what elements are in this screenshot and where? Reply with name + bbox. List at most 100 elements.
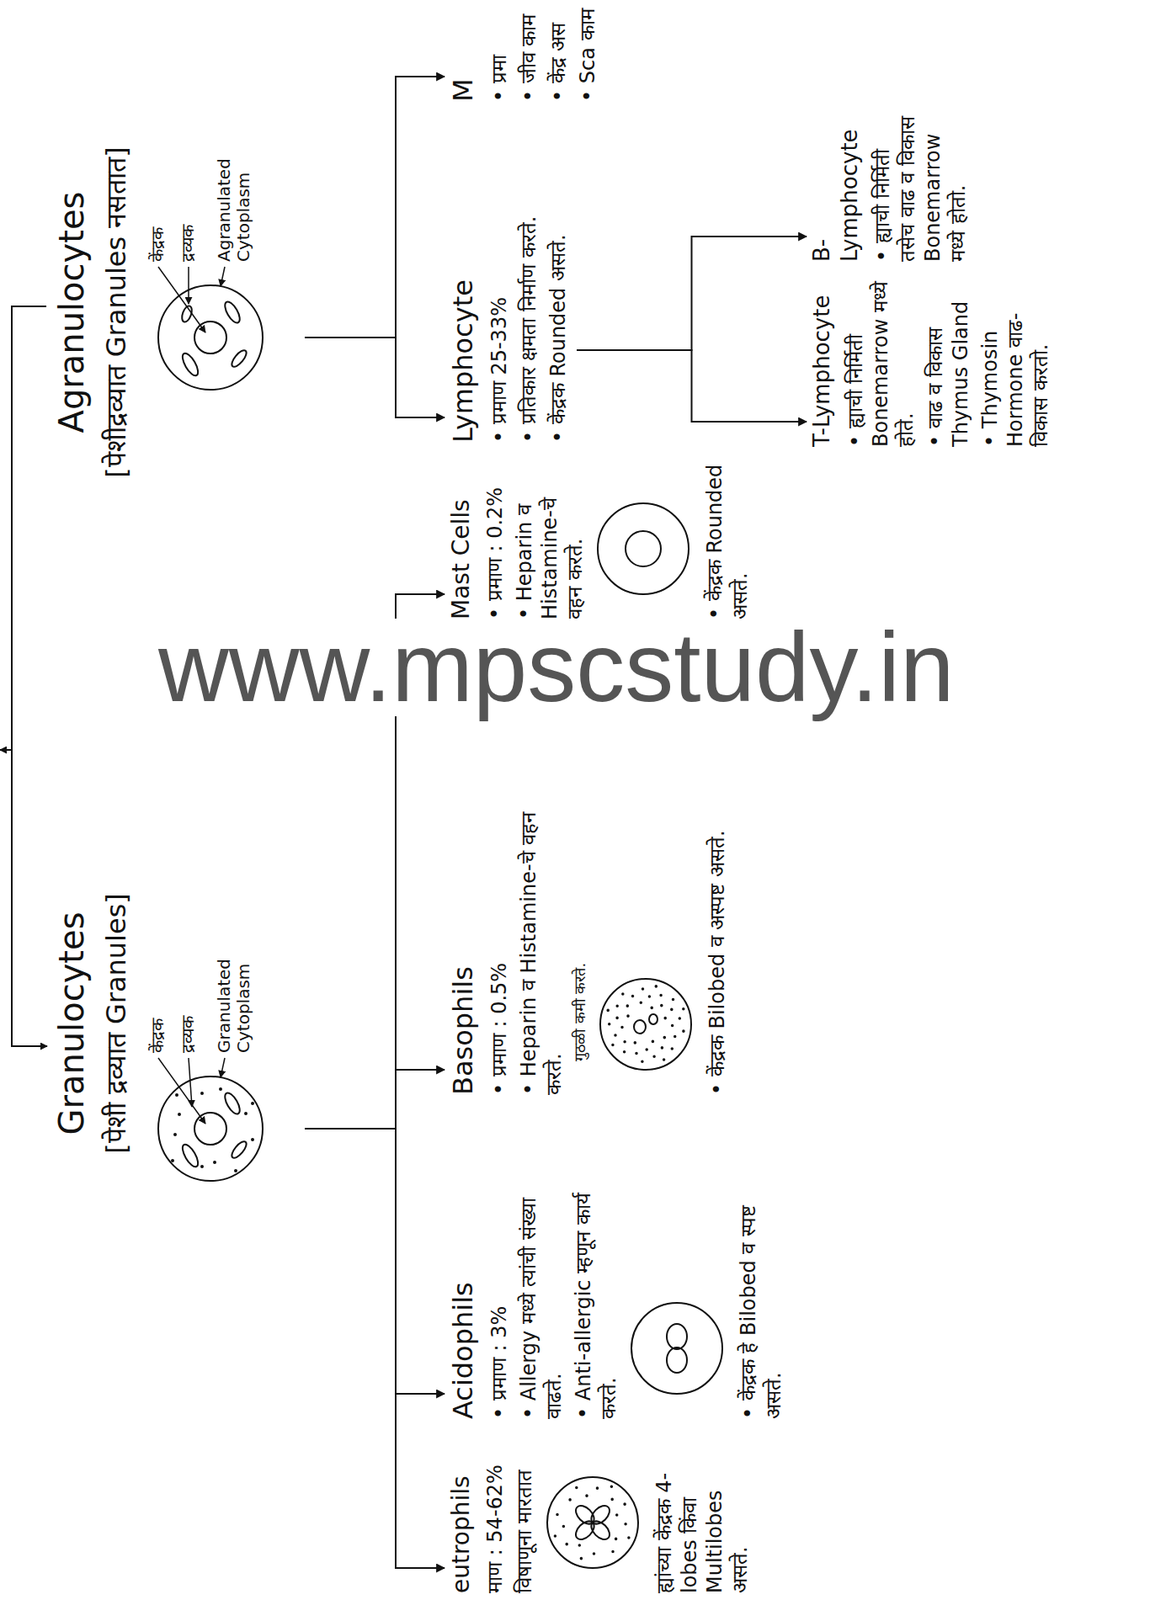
node-text: • केंद्रक Rounded असते. xyxy=(545,139,571,443)
node-text: M xyxy=(446,7,480,102)
node-text: • Sca काम xyxy=(575,7,601,102)
watermark: www.mpscstudy.in xyxy=(158,618,954,717)
leader-line xyxy=(188,1058,192,1108)
node-text: Lymphocyte xyxy=(446,139,480,443)
node-text: eutrophils xyxy=(446,1448,476,1594)
node-text: [पेशीद्रव्यात Granules नसतात] xyxy=(99,110,134,515)
leader-lines xyxy=(158,266,225,333)
cell-membrane xyxy=(600,979,692,1071)
connector-arrow xyxy=(576,236,807,351)
connector-arrow xyxy=(304,1128,445,1569)
text-group: Agranulocytes[पेशीद्रव्यात Granules नसता… xyxy=(50,110,304,515)
cell-granules xyxy=(172,1089,253,1172)
annotation-label: केंद्रक xyxy=(148,135,168,262)
cell-membrane xyxy=(158,285,263,390)
cell-illustration xyxy=(626,1298,728,1400)
node-text: • केंद्रक Bilobed व अस्पष्ट असते. xyxy=(704,800,730,1096)
text-group: Acidophils• प्रमाण : 3%• Allergy मध्ये त… xyxy=(446,1166,791,1420)
connector-arrow xyxy=(576,350,807,422)
node-text: • प्रमाण : 0.2% xyxy=(482,463,508,620)
node-text: • ह्याची निर्मिती तसेच वाढ व विकास Bonem… xyxy=(869,111,971,262)
cell-organelle xyxy=(228,1139,249,1161)
cell-illustration xyxy=(542,1472,644,1574)
nucleus-lobe xyxy=(572,1502,598,1529)
text-group: Granulocytes[पेशी द्रव्यात Granules] xyxy=(50,842,304,1205)
text-group: Mast Cells• प्रमाण : 0.2%• Heparin व His… xyxy=(446,463,757,620)
node-text: • जीव काम xyxy=(516,7,542,102)
cell-nucleus xyxy=(194,1112,227,1145)
branch-arrow xyxy=(11,1045,48,1048)
node-text: माण : 54-62% xyxy=(482,1448,508,1594)
node-text: • प्रमाण : 0.5% xyxy=(486,800,512,1096)
cell-granules xyxy=(607,986,684,1063)
node-text: [पेशी द्रव्यात Granules] xyxy=(99,842,134,1205)
node-text: • Anti-allergic म्हणून कार्य करते. xyxy=(570,1166,622,1420)
connector-arrow xyxy=(304,1070,445,1129)
leader-line xyxy=(158,266,206,333)
agranulocyte-cell xyxy=(158,285,263,390)
node-text: • Thymosin Hormone वाढ-विकास करतो. xyxy=(977,278,1054,448)
node-text: • केंद्र अस xyxy=(545,7,571,102)
text-group: T-Lymphocyte• ह्याची निर्मिती Bonemarrow… xyxy=(808,278,1058,448)
annotation-label: द्रव्यक xyxy=(178,135,198,262)
node-text: ह्यांच्या केंद्रक 4-lobes किंवा Multilob… xyxy=(651,1448,753,1594)
text-group: Lymphocyte• प्रमाण 25-33%• प्रतिकार क्षम… xyxy=(446,139,576,443)
cell-nucleus xyxy=(194,321,227,354)
node-text: • प्रमाण 25-33% xyxy=(486,139,512,443)
branch-bracket xyxy=(0,306,47,1047)
text-group: B-Lymphocyte• ह्याची निर्मिती तसेच वाढ व… xyxy=(808,111,975,262)
node-text: विषाणूना मारतात xyxy=(511,1448,538,1594)
leader-lines xyxy=(158,1058,225,1124)
node-text: Basophils xyxy=(446,800,480,1096)
leader-line xyxy=(220,266,225,287)
cell-nucleus xyxy=(572,1502,613,1544)
cell-illustration xyxy=(592,498,694,600)
connector-arrow xyxy=(304,76,445,338)
node-text: • प्रमाण : 3% xyxy=(486,1166,512,1420)
connector-arrow xyxy=(304,337,445,418)
nucleus-lobe xyxy=(625,531,661,567)
node-text: • ह्याची निर्मिती Bonemarrow मध्ये होते. xyxy=(842,278,919,448)
text-group: M• प्रमा• जीव काम• केंद्र अस• Sca काम xyxy=(446,7,605,102)
node-text: • वाढ व विकास Thymus Gland xyxy=(922,278,974,448)
node-text: T-Lymphocyte xyxy=(808,278,836,448)
connector-arrow xyxy=(304,1128,445,1395)
cell-illustration xyxy=(595,974,697,1076)
node-text: Mast Cells xyxy=(446,463,476,620)
leader-line xyxy=(187,266,190,304)
node-text: • Heparin व Histamine-चे वहन करते. xyxy=(516,800,567,1096)
annotation-label: द्रव्यक xyxy=(178,926,198,1054)
node-text: Acidophils xyxy=(446,1166,480,1420)
node-text: • केंद्रक हे Bilobed व स्पष्ट असते. xyxy=(735,1166,787,1420)
granulocyte-cell xyxy=(158,1076,263,1182)
node-text: • Allergy मध्ये त्यांची संख्या वाढते. xyxy=(516,1166,567,1420)
cell-organelle xyxy=(222,299,243,325)
nucleus-lobe xyxy=(633,1020,646,1034)
cell-organelle xyxy=(179,1142,201,1170)
cell-membrane xyxy=(158,1076,263,1182)
text-group: eutrophilsमाण : 54-62%विषाणूना मारतात ह्य… xyxy=(446,1448,757,1594)
cell-organelle xyxy=(179,351,201,379)
node-text: • केंद्रक Rounded असते. xyxy=(702,463,753,620)
cell-membrane xyxy=(547,1477,639,1569)
node-text: • प्रतिकार क्षमता निर्माण करते. xyxy=(516,139,542,443)
cell-nucleus xyxy=(633,1014,658,1034)
nucleus-lobe xyxy=(649,1014,658,1025)
nucleus-lobe xyxy=(666,1324,687,1350)
node-text: Granulocytes xyxy=(50,842,93,1205)
cell-nucleus xyxy=(625,531,661,567)
leader-line xyxy=(158,1058,206,1124)
node-text: B-Lymphocyte xyxy=(808,111,863,262)
cell-organelle xyxy=(228,348,249,370)
annotation-label: केंद्रक xyxy=(148,926,168,1054)
annotation-label: Agranulated Cytoplasm xyxy=(214,101,254,262)
annotation-label: Granulated Cytoplasm xyxy=(214,876,254,1054)
node-text: • Heparin व Histamine-चे वहन करते. xyxy=(511,463,588,620)
node-text: Agranulocytes xyxy=(50,110,93,515)
cell-membrane xyxy=(597,503,689,595)
cell-nucleus xyxy=(666,1324,687,1374)
cell-membrane xyxy=(631,1303,723,1395)
leader-line xyxy=(220,1058,225,1078)
node-text: • प्रमा xyxy=(486,7,512,102)
